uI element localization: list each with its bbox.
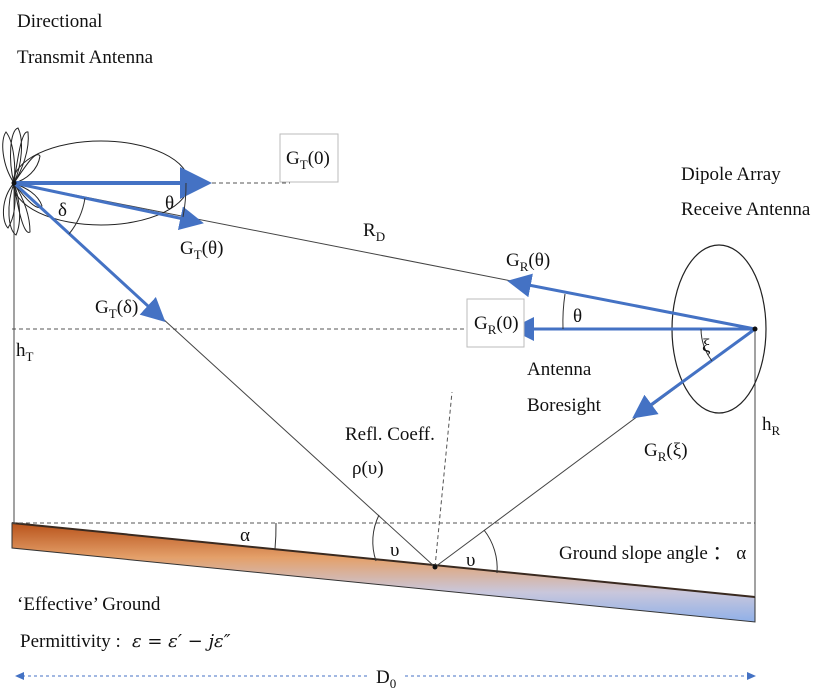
svg-text:GR(0): GR(0) xyxy=(474,313,519,337)
delta-angle-arc xyxy=(68,197,86,235)
reflection-normal-line xyxy=(434,391,453,568)
ht-label: hT xyxy=(16,340,34,364)
gt-delta-arrow xyxy=(12,181,166,323)
svg-text:GT(θ): GT(θ) xyxy=(180,238,223,262)
d0-label: D0 xyxy=(376,667,396,691)
rx-antenna-point xyxy=(752,326,758,332)
rx-title-line1: Dipole Array xyxy=(681,164,781,185)
ground-slope-label: Ground slope angle ： α xyxy=(559,543,746,564)
svg-text:GT(0): GT(0) xyxy=(286,148,330,172)
gt-theta-label: GT(θ) xyxy=(180,238,223,262)
gr0-label: GR(0) xyxy=(474,313,519,337)
svg-text:GT(δ): GT(δ) xyxy=(95,297,138,321)
xi-angle-label: ξ xyxy=(702,336,711,357)
effective-ground-label: ‘Effective’ Ground xyxy=(17,594,161,615)
upsilon-left-angle-arc xyxy=(372,514,380,562)
gr-theta-label: GR(θ) xyxy=(506,250,550,274)
gt-delta-label: GT(δ) xyxy=(95,297,138,321)
svg-text:hR: hR xyxy=(762,414,781,438)
refl-coeff-label-line2: ρ(υ) xyxy=(352,458,384,479)
rx-title-line2: Receive Antenna xyxy=(681,199,811,220)
upsilon-right-angle-arc xyxy=(483,529,498,574)
upsilon-right-angle-label: υ xyxy=(466,550,475,571)
tx-title-line2: Transmit Antenna xyxy=(17,47,154,68)
tx-title-line1: Directional xyxy=(17,11,102,32)
gr-xi-arrow xyxy=(632,327,756,419)
svg-text:GR(ξ): GR(ξ) xyxy=(644,440,688,464)
svg-text:GR(θ): GR(θ) xyxy=(506,250,550,274)
tx-antenna-point xyxy=(11,180,17,186)
xi-angle-arc xyxy=(700,328,713,362)
hr-label: hR xyxy=(762,414,781,438)
gr-xi-label: GR(ξ) xyxy=(644,440,688,464)
alpha-angle-label: α xyxy=(240,525,250,546)
svg-text:hT: hT xyxy=(16,340,34,364)
alpha-angle-arc xyxy=(274,522,277,550)
theta-rx-angle-label: θ xyxy=(573,306,582,327)
reflection-point xyxy=(432,564,438,570)
theta-rx-angle-arc xyxy=(562,293,566,330)
theta-tx-angle-arc xyxy=(182,182,187,218)
upsilon-left-angle-label: υ xyxy=(390,540,399,561)
svg-text:RD: RD xyxy=(363,220,385,244)
boresight-label-line2: Boresight xyxy=(527,395,602,416)
tx-side-lobes xyxy=(2,127,43,236)
gr0-label-box xyxy=(466,298,525,348)
theta-tx-angle-label: θ xyxy=(165,193,174,214)
delta-angle-label: δ xyxy=(58,200,67,221)
gt0-label: GT(0) xyxy=(286,148,330,172)
gt-theta-arrow xyxy=(13,181,204,231)
gt0-label-box xyxy=(279,133,339,183)
rd-label: RD xyxy=(363,220,385,244)
gr-theta-arrow xyxy=(507,273,756,331)
svg-text:D0: D0 xyxy=(376,667,396,691)
boresight-label-line1: Antenna xyxy=(527,359,592,380)
refl-coeff-label-line1: Refl. Coeff. xyxy=(345,424,435,445)
permittivity-label: Permittivity : xyxy=(20,631,121,652)
ground-surface xyxy=(11,522,756,598)
permittivity-equation: ε = ε′ − jε″ xyxy=(132,631,231,652)
